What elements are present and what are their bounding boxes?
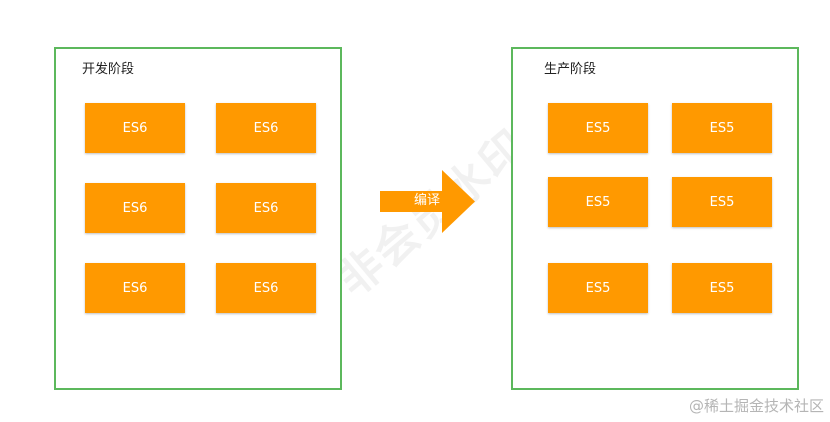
es6-box: ES6 [216,263,316,313]
es5-box: ES5 [672,103,772,153]
es5-box: ES5 [548,177,648,227]
prod-stage-title: 生产阶段 [544,62,597,77]
es6-box: ES6 [85,263,185,313]
es6-box: ES6 [216,183,316,233]
es5-box: ES5 [548,263,648,313]
dev-stage-panel: 开发阶段 ES6 ES6 ES6 ES6 ES6 ES6 [54,47,342,390]
footer-credit: @稀土掘金技术社区 [688,397,824,415]
es6-box: ES6 [85,183,185,233]
prod-stage-panel: 生产阶段 ES5 ES5 ES5 ES5 ES5 ES5 [511,47,799,390]
compile-arrow-icon [380,170,475,233]
es5-box: ES5 [672,177,772,227]
compile-arrow-shape [380,170,475,233]
compile-label: 编译 [413,193,440,208]
es5-box: ES5 [548,103,648,153]
es6-box: ES6 [85,103,185,153]
es6-box: ES6 [216,103,316,153]
es5-box: ES5 [672,263,772,313]
dev-stage-title: 开发阶段 [82,62,135,77]
